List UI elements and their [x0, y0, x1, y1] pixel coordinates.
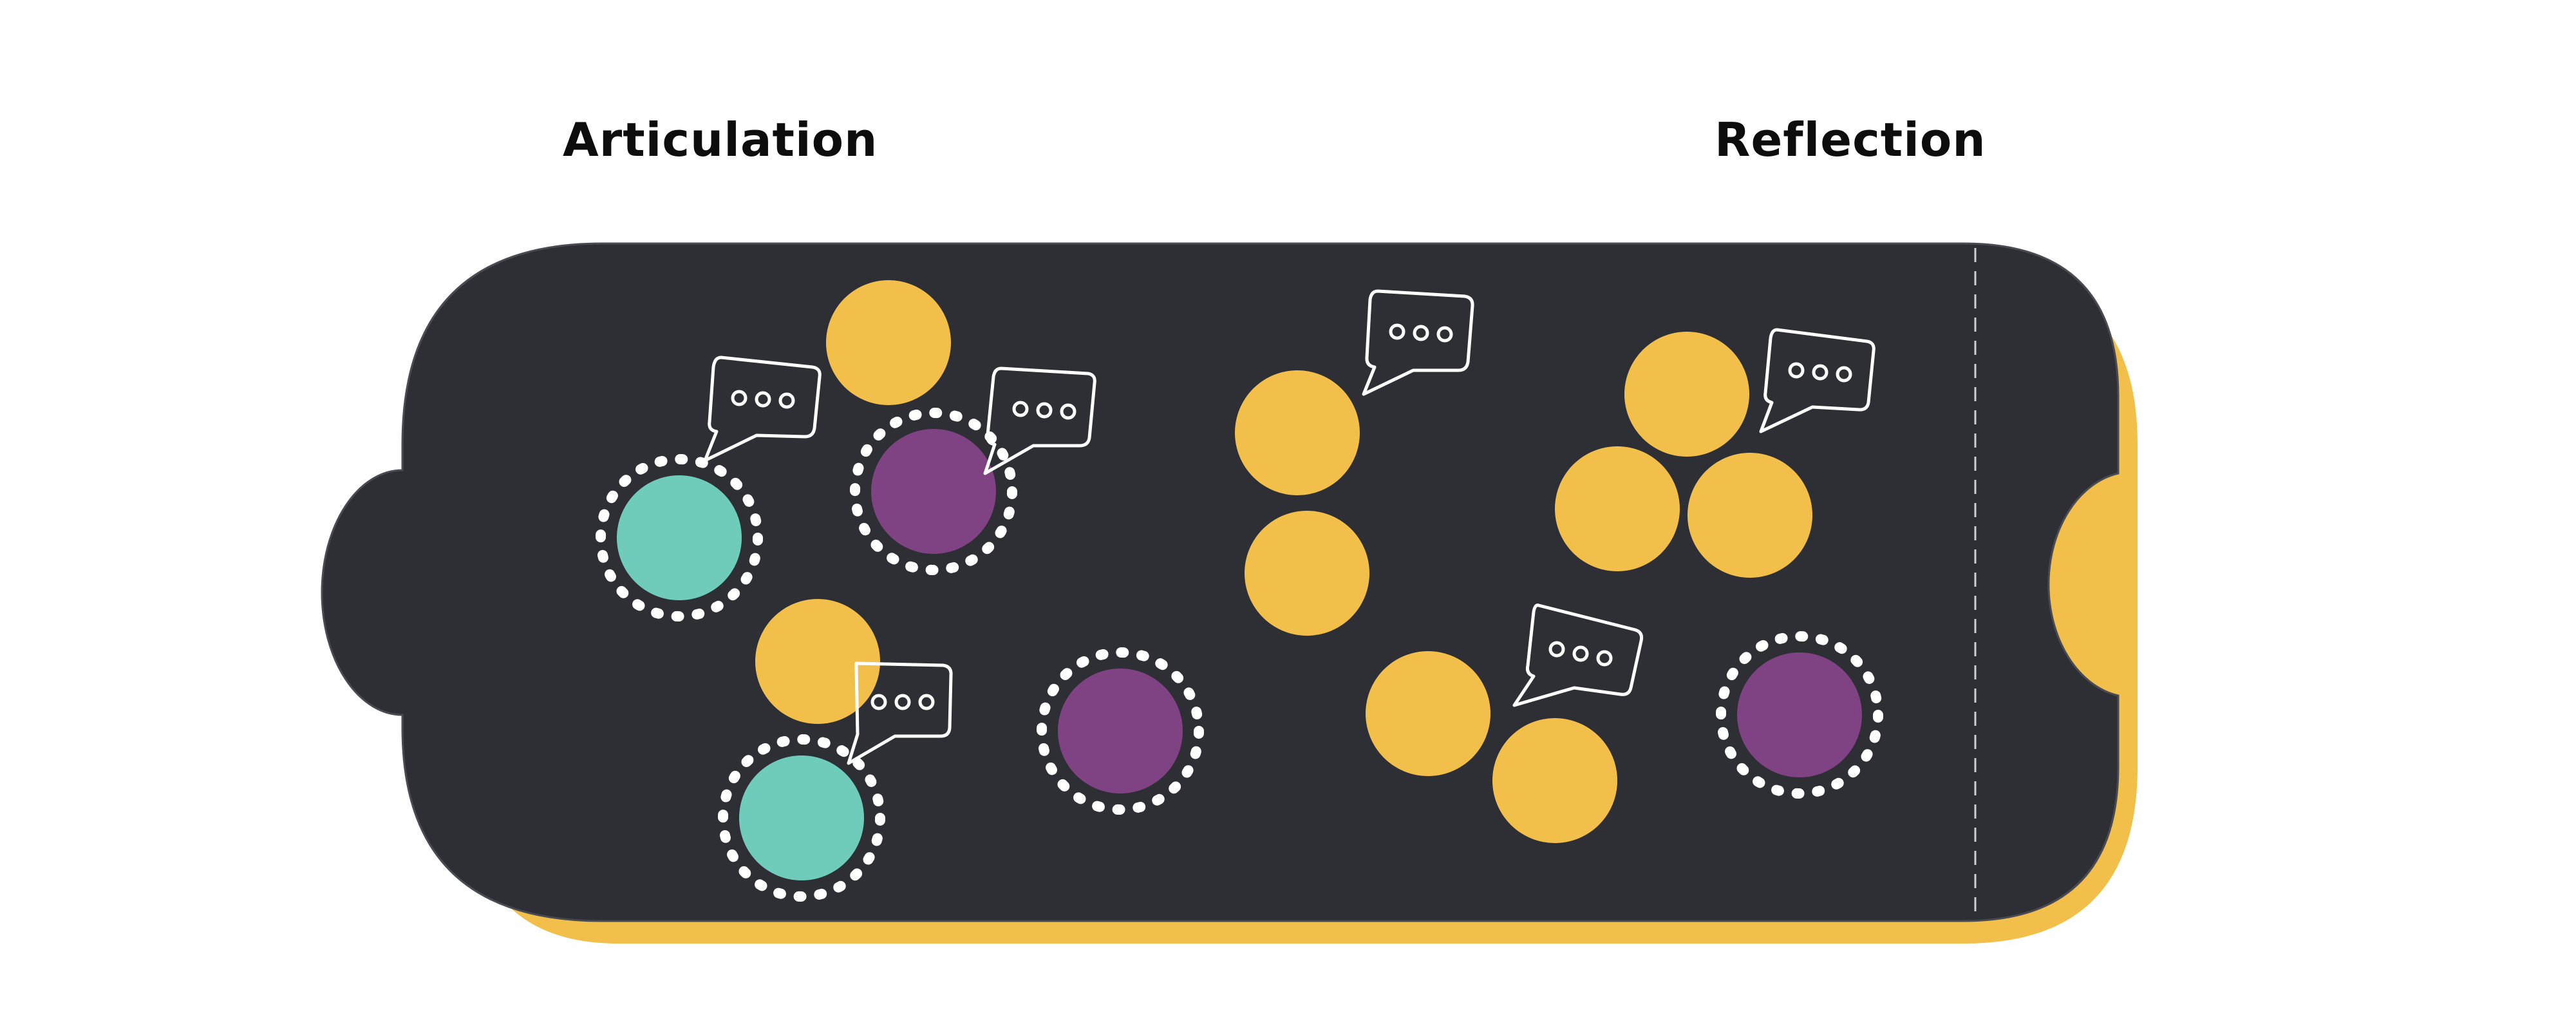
participant-yellow-icon	[1235, 370, 1360, 495]
participant-teal-icon	[617, 475, 742, 600]
process-panel	[321, 242, 2120, 922]
speech-bubble-icon	[1512, 603, 1644, 707]
participant-yellow-icon	[826, 280, 951, 405]
speech-bubble-icon	[1759, 328, 1876, 433]
halo-ring-icon	[850, 408, 1017, 575]
speech-bubble-icon	[983, 366, 1096, 475]
speech-bubble-icon	[1362, 289, 1474, 396]
participant-yellow-icon	[1688, 453, 1812, 578]
participant-purple-icon	[1737, 652, 1862, 777]
heading-articulation: Articulation	[563, 113, 878, 167]
heading-reflection: Reflection	[1715, 113, 1986, 167]
participant-teal-icon	[739, 755, 864, 880]
participant-purple-icon	[871, 429, 996, 554]
halo-ring-icon	[1716, 631, 1883, 799]
halo-ring-icon	[1037, 647, 1204, 815]
participant-yellow-icon	[1492, 718, 1617, 843]
halo-ring-icon	[718, 734, 885, 902]
speech-bubble-icon	[847, 661, 953, 765]
participant-yellow-icon	[755, 599, 880, 724]
participant-yellow-icon	[1624, 332, 1749, 457]
participant-yellow-icon	[1245, 511, 1369, 636]
participant-yellow-icon	[1555, 446, 1680, 571]
halo-ring-icon	[596, 454, 763, 622]
speech-bubble-icon	[703, 356, 822, 462]
participant-purple-icon	[1058, 669, 1183, 793]
participant-yellow-icon	[1366, 651, 1490, 776]
